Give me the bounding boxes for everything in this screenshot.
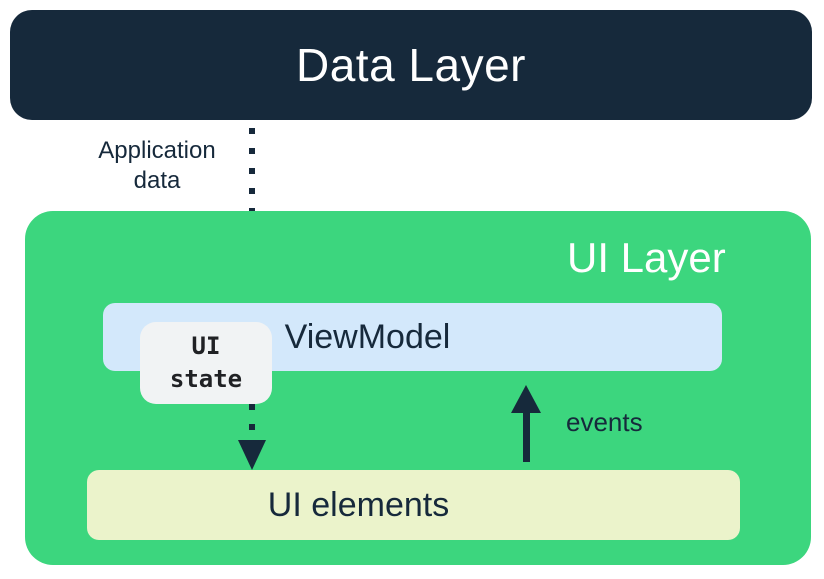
ui-elements-box: UI elements [87,470,740,540]
application-data-label: Application data [98,137,216,194]
events-arrow-shaft-icon [523,408,530,462]
data-layer-label: Data Layer [295,39,526,91]
ui-state-dotted-line-icon [249,404,255,442]
viewmodel-label: ViewModel [284,317,451,356]
ui-state-label: UI state [169,332,243,393]
ui-layer-label: UI Layer [567,234,726,281]
ui-elements-label: UI elements [267,485,450,524]
ui-state-badge: UI state [140,322,272,404]
data-layer-box: Data Layer [10,10,812,120]
ui-state-arrowhead-icon [238,440,266,470]
application-data-dotted-line-icon [249,128,255,268]
events-label: events [566,407,643,437]
events-arrowhead-icon [511,385,541,413]
